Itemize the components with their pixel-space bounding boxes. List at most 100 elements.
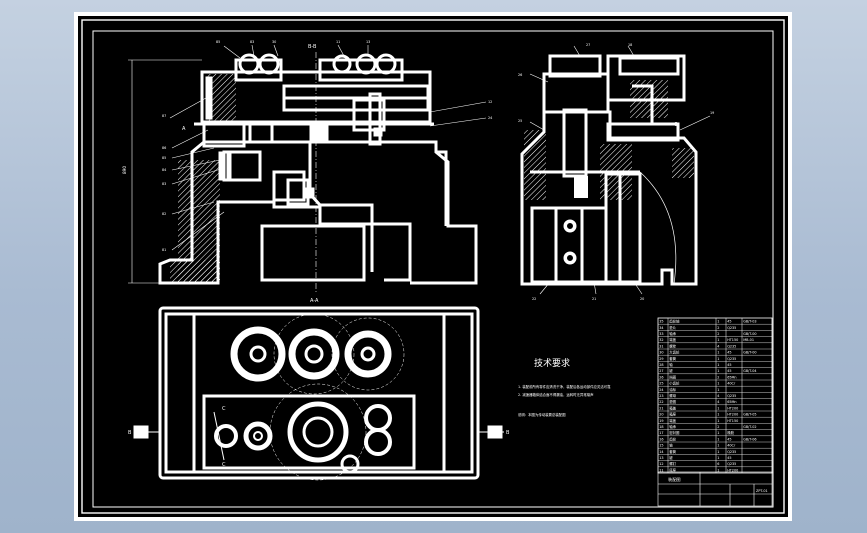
aa-shafts (133, 411, 504, 461)
parts-table-cell: HT150 (727, 419, 738, 423)
bb-view-label: B-B (308, 44, 317, 50)
inner-frame (92, 30, 774, 508)
parts-table-cell: 1 (717, 444, 719, 448)
callout-label: 27 (586, 43, 590, 47)
parts-table-cell: 27 (659, 369, 663, 373)
b-marker-right: B (506, 430, 510, 436)
parts-table-cell: 密封圈 (669, 430, 680, 435)
parts-table-cell: 30 (659, 351, 663, 355)
parts-table-cell: GB/T-03 (743, 320, 756, 324)
parts-table-cell: 25 (659, 382, 663, 386)
parts-table-cell: 1 (717, 450, 719, 454)
parts-table-cell: 齿轮轴 (669, 319, 680, 324)
parts-table-cell: 1 (717, 338, 719, 342)
parts-table-cell: 1 (717, 388, 719, 392)
parts-table-cell: GB/T-05 (743, 413, 756, 417)
parts-table-cell: 大齿轮 (669, 350, 680, 355)
parts-table-cell: 箱座 (669, 412, 676, 417)
parts-table-cell: Q235 (727, 462, 736, 466)
parts-table-cell: 45 (727, 351, 731, 355)
parts-table-cell: 45 (727, 369, 731, 373)
leader-lines-left (169, 44, 487, 251)
parts-table-cell: 2 (717, 332, 719, 336)
parts-table-cell: 12 (659, 462, 663, 466)
parts-table-cell: 轴 (669, 443, 673, 448)
parts-table-cell: 14 (659, 450, 663, 454)
parts-table-cell: 29 (659, 357, 663, 361)
aa-gears (214, 313, 405, 481)
parts-table-cell: GB/T-02 (743, 425, 756, 429)
callout-label: 13 (366, 40, 370, 44)
callout-label: 18 (628, 43, 632, 47)
aa-view-label: A-A (310, 298, 319, 304)
tech-line-3: 说明：本图为传动装置总装配图 (518, 412, 566, 417)
parts-table-cell: GB/T-00 (743, 351, 756, 355)
parts-table-cell: Q235 (727, 326, 736, 330)
c-marker: C (674, 122, 678, 128)
parts-table-cell: 40Cr (727, 444, 736, 448)
parts-table-cell: 垫圈 (669, 399, 676, 404)
parts-table-cell: 螺母 (669, 393, 676, 398)
parts-table-cell: 轴 (669, 362, 673, 367)
side-view-hatching (524, 80, 694, 200)
parts-table-cell: 26 (659, 375, 663, 379)
section-bb-details (205, 76, 383, 199)
callout-label: 82 (162, 212, 166, 216)
parts-table-cell: 4 (717, 400, 719, 404)
parts-table-cell: 1 (717, 468, 719, 472)
leader-lines-right (529, 45, 711, 295)
parts-table-cell: 65Mn (727, 375, 736, 379)
callout-label: 21 (592, 297, 596, 301)
parts-table-cell: 1 (717, 413, 719, 417)
parts-table-cell: 1 (717, 437, 719, 441)
section-aa-view (158, 306, 480, 480)
title-block-number: ZPT-01 (756, 489, 768, 493)
callout-label: 20 (640, 297, 644, 301)
parts-table-cell: HT200 (727, 406, 738, 410)
parts-table-cell: 轴承 (669, 331, 676, 336)
parts-table-cell: 28 (659, 363, 663, 367)
parts-table-cell: 1 (717, 351, 719, 355)
callout-label: 85 (162, 156, 166, 160)
parts-table-cell: GB/T-04 (743, 369, 756, 373)
parts-table-cell: 33 (659, 332, 663, 336)
parts-table-cell: 齿轮 (669, 436, 676, 441)
parts-table-cell: Q235 (727, 450, 736, 454)
parts-table-cell: 16 (659, 437, 663, 441)
parts-table-cell: GB/T-00 (743, 332, 756, 336)
parts-table-cell: 45 (727, 437, 731, 441)
parts-table-cell: 18 (659, 425, 663, 429)
parts-table-cell: 1 (717, 406, 719, 410)
parts-table-cell: 24 (659, 388, 663, 392)
parts-table-cell: 套筒 (669, 356, 676, 361)
parts-table-frame (657, 317, 773, 474)
tech-line-2: 2. 减速器箱体结合面不得漏油，运转时无异常噪声 (518, 392, 594, 397)
parts-table-cell: 1 (717, 369, 719, 373)
side-view-arc (639, 171, 677, 285)
parts-table-cell: 1 (717, 363, 719, 367)
parts-table-cell: 20 (659, 413, 663, 417)
parts-table-cell: 套筒 (669, 449, 676, 454)
parts-table-cell: 端盖 (669, 418, 676, 423)
callout-label: 25 (518, 119, 522, 123)
parts-table-cell: GB/T-06 (743, 437, 756, 441)
callout-label: 83 (162, 182, 166, 186)
callout-label: 12 (488, 100, 492, 104)
parts-table-cell: 65Mn (727, 400, 736, 404)
callout-label: 87 (162, 114, 166, 118)
parts-table-cell: Q235 (727, 357, 736, 361)
parts-table-cell: Q235 (727, 394, 736, 398)
a-marker-top: A (182, 126, 186, 132)
parts-table-cell: MB-01 (743, 338, 754, 342)
callout-label: 81 (162, 248, 166, 252)
dimension-text: 890 (122, 166, 127, 174)
parts-table-cell: 4 (717, 344, 719, 348)
callout-label: 84 (162, 168, 166, 172)
parts-table-cell: 17 (659, 431, 663, 435)
parts-table-cell: HT200 (727, 413, 738, 417)
callout-label: 26 (518, 73, 522, 77)
parts-table-cell: 1 (717, 456, 719, 460)
parts-table-cell: 箱盖 (669, 405, 676, 410)
drawing-sheet: 890 B-B A A 85 83 30 11 13 87 12 24 86 8… (74, 12, 792, 521)
